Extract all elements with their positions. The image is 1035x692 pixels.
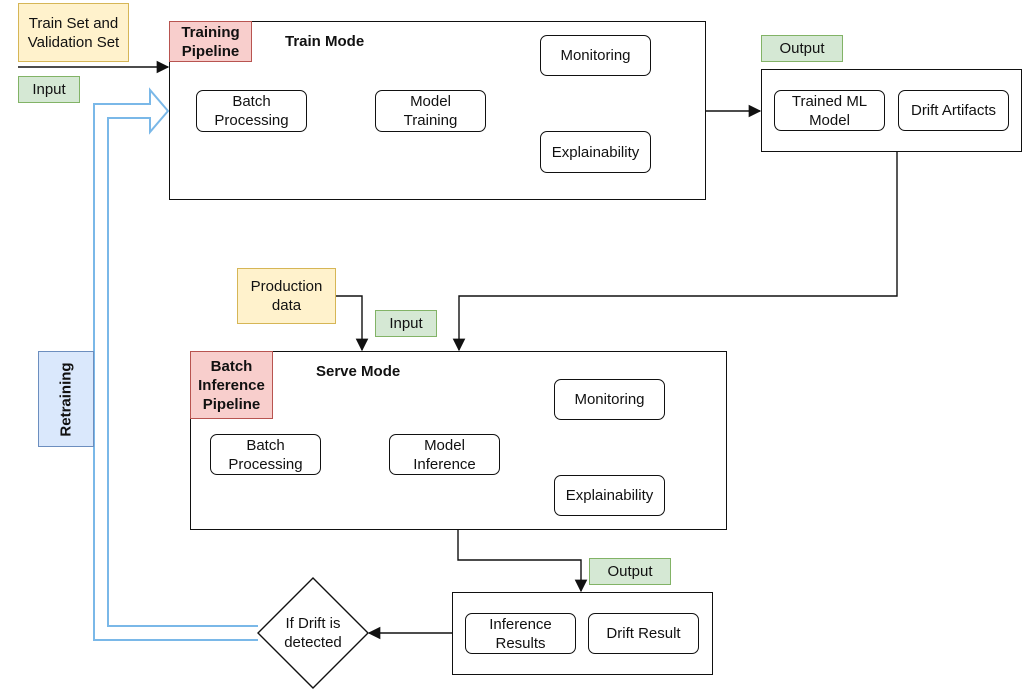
inference-results-text: Inference Results: [489, 615, 552, 652]
train-batch-processing-node: Batch Processing: [196, 90, 307, 132]
drift-decision-label: If Drift is detected: [270, 608, 356, 658]
train-mode-title: Train Mode: [285, 33, 365, 50]
model-inference-node: Model Inference: [389, 434, 500, 475]
arrow-output-to-serve: [452, 152, 898, 352]
train-monitoring-node: Monitoring: [540, 35, 651, 76]
training-pipeline-badge: Training Pipeline: [169, 21, 252, 62]
train-monitoring-text: Monitoring: [560, 47, 631, 64]
retraining-arrow: [93, 87, 258, 641]
output-badge-serve-text: Output: [607, 563, 653, 580]
train-validation-set-label: Train Set and Validation Set: [18, 3, 129, 62]
inference-results-node: Inference Results: [465, 613, 576, 654]
drift-artifacts-text: Drift Artifacts: [910, 102, 996, 119]
drift-result-node: Drift Result: [588, 613, 699, 654]
train-validation-set-text: Train Set and Validation Set: [27, 14, 120, 51]
drift-result-text: Drift Result: [606, 625, 681, 642]
input-badge-serve-text: Input: [389, 315, 423, 332]
arrow-production-to-serve: [336, 295, 369, 352]
retraining-text: Retraining: [57, 361, 75, 437]
production-data-label: Production data: [237, 268, 336, 324]
serve-monitoring-text: Monitoring: [574, 391, 645, 408]
output-badge-train: Output: [761, 35, 843, 62]
arrow-serve-to-output: [457, 530, 588, 593]
train-explainability-text: Explainability: [551, 143, 640, 161]
training-pipeline-badge-text: Training Pipeline: [181, 23, 240, 60]
production-data-text: Production data: [250, 278, 323, 314]
model-training-node: Model Training: [375, 90, 486, 132]
trained-ml-model-text: Trained ML Model: [791, 92, 868, 129]
serve-monitoring-node: Monitoring: [554, 379, 665, 420]
drift-decision-text: If Drift is detected: [284, 615, 342, 651]
output-badge-serve: Output: [589, 558, 671, 585]
train-batch-processing-text: Batch Processing: [214, 93, 289, 129]
serve-explainability-node: Explainability: [554, 475, 665, 516]
input-badge-serve: Input: [375, 310, 437, 337]
serve-batch-processing-text: Batch Processing: [228, 436, 303, 473]
serve-mode-title: Serve Mode: [316, 363, 401, 380]
batch-inference-pipeline-badge: Batch Inference Pipeline: [190, 351, 273, 419]
batch-inference-pipeline-text: Batch Inference Pipeline: [198, 357, 265, 413]
output-badge-train-text: Output: [779, 40, 825, 57]
retraining-label: Retraining: [38, 351, 94, 447]
model-training-text: Model Training: [403, 93, 458, 129]
input-badge-train: Input: [18, 76, 80, 103]
train-explainability-node: Explainability: [540, 131, 651, 173]
drift-decision-diamond: [257, 577, 369, 689]
trained-ml-model-node: Trained ML Model: [774, 90, 885, 131]
model-inference-text: Model Inference: [413, 436, 476, 473]
input-badge-train-text: Input: [32, 81, 66, 98]
drift-artifacts-node: Drift Artifacts: [898, 90, 1009, 131]
serve-batch-processing-node: Batch Processing: [210, 434, 321, 475]
serve-explainability-text: Explainability: [565, 487, 654, 504]
